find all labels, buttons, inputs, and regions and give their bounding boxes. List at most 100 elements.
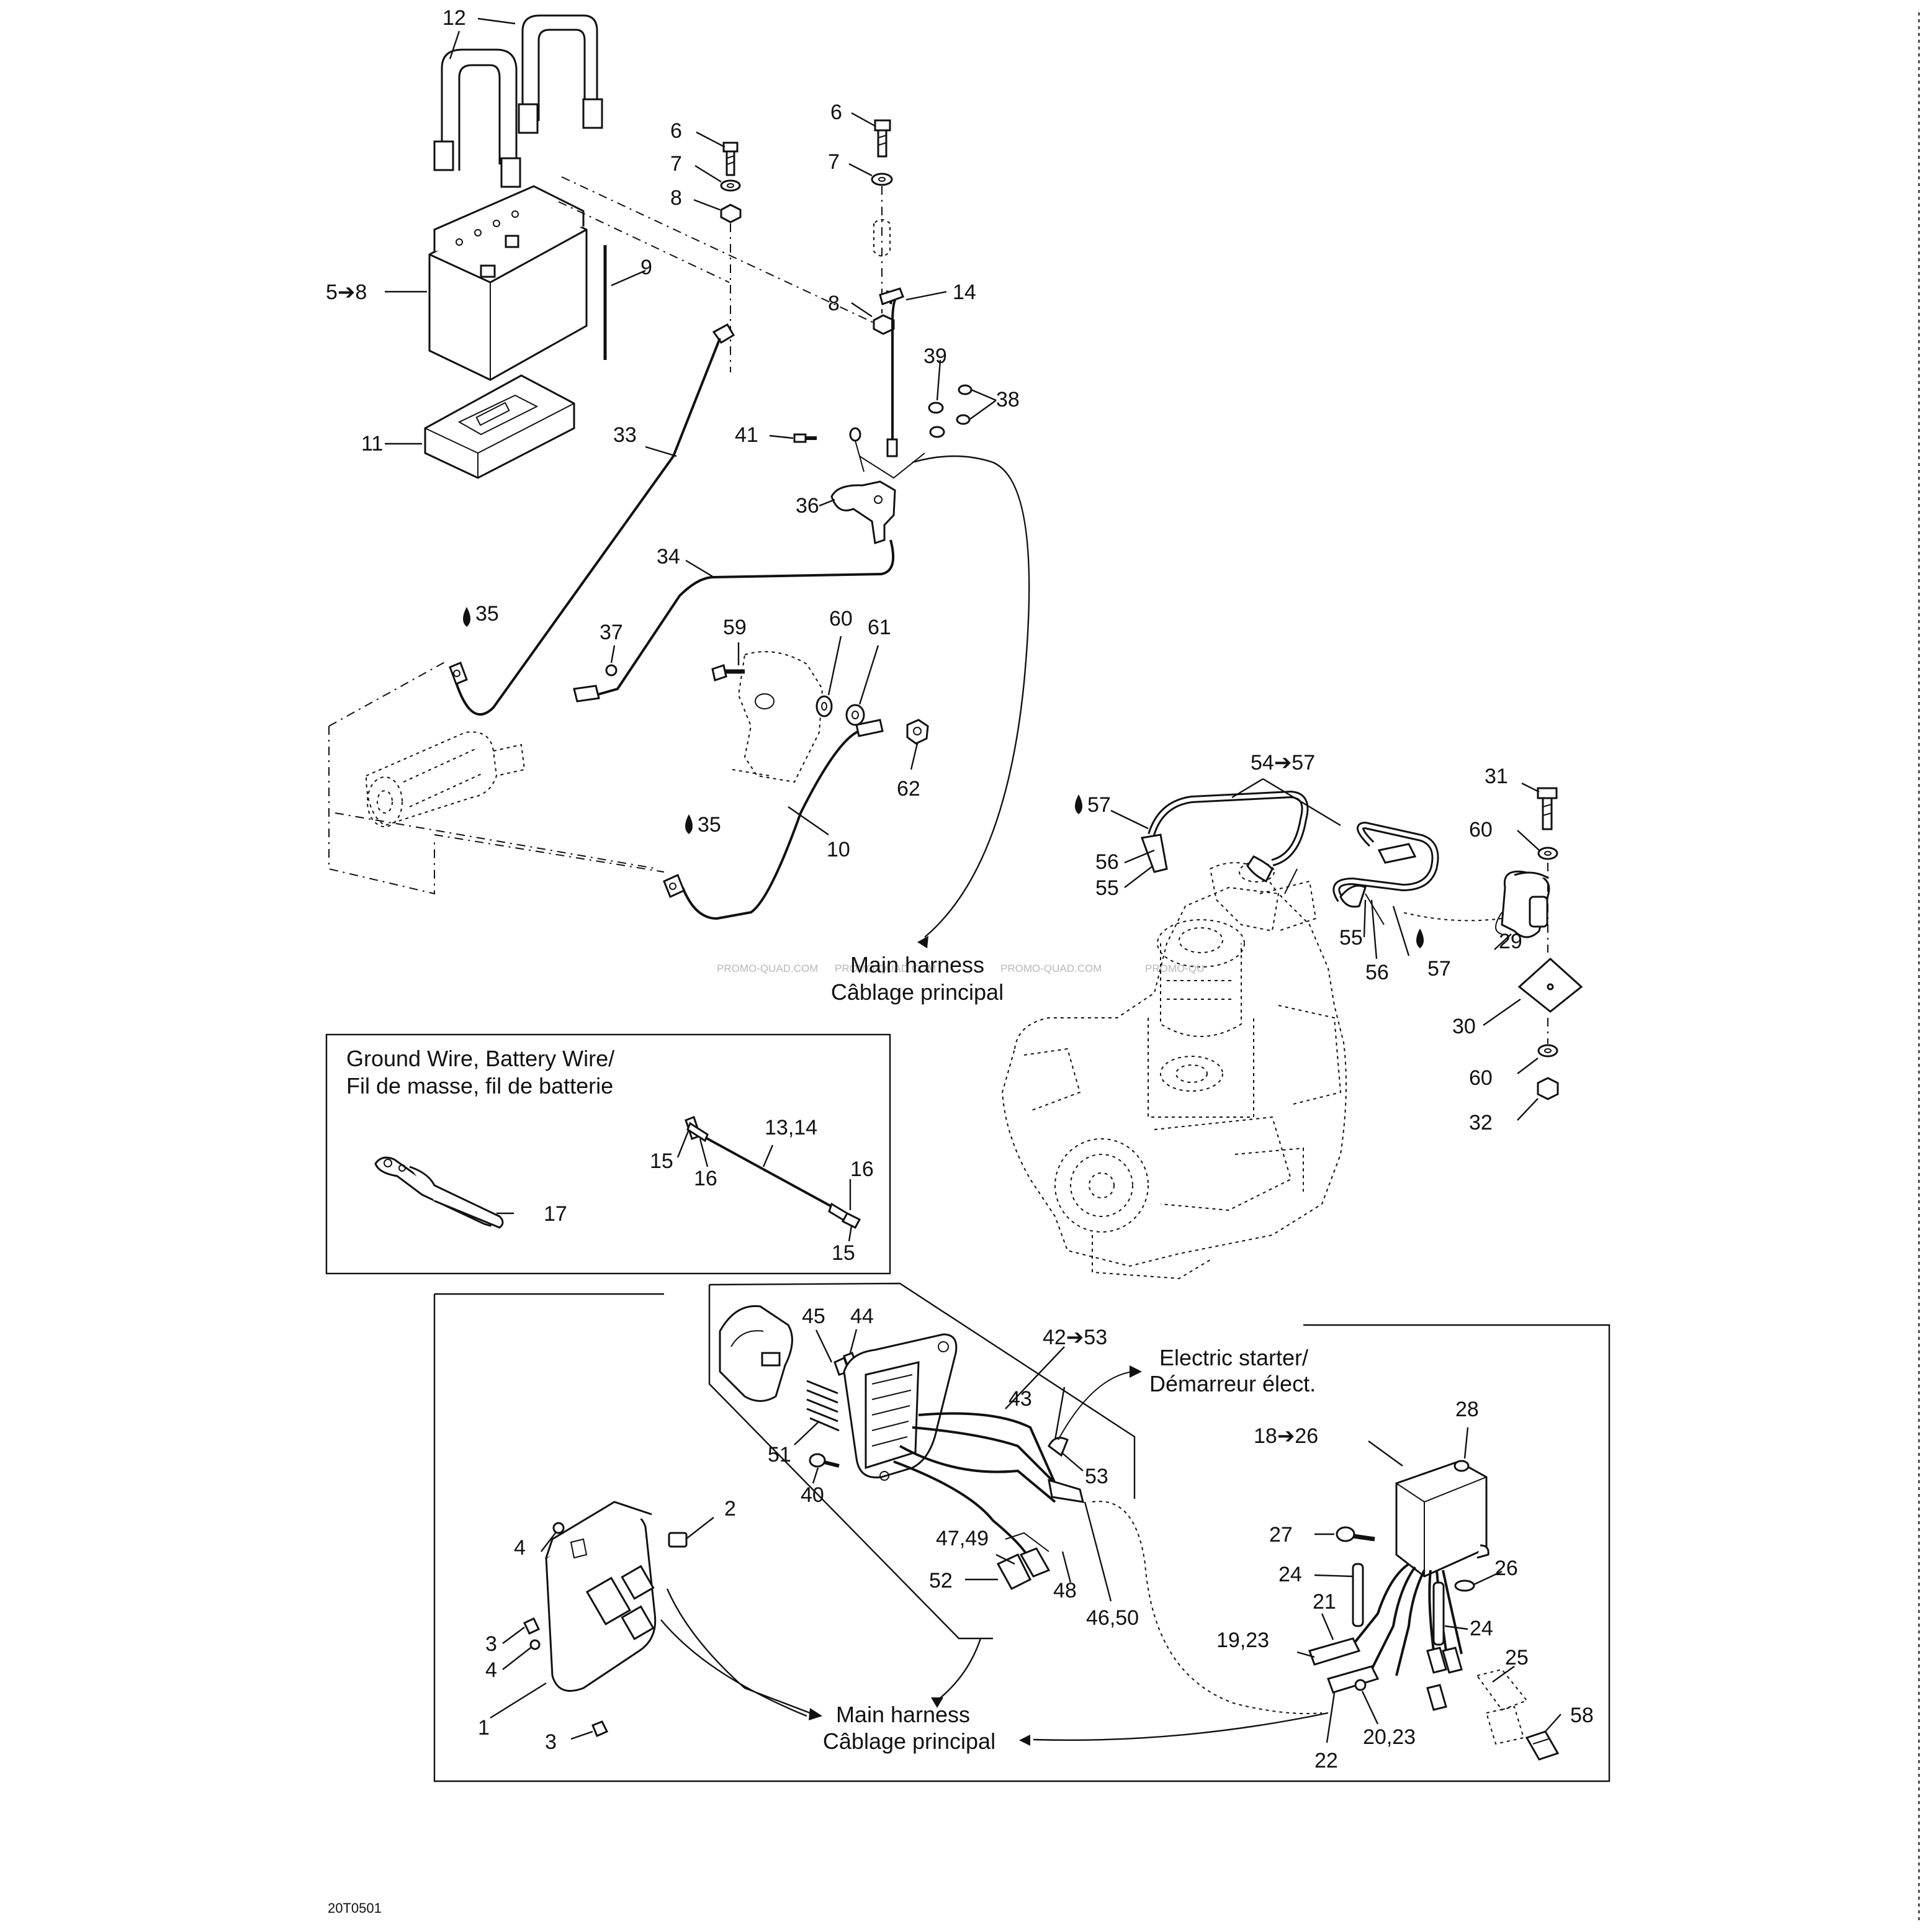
callout-56: 56 xyxy=(1095,850,1119,874)
callout-56: 56 xyxy=(1365,961,1389,984)
harness-lead-line xyxy=(660,1619,807,1717)
arrow-head xyxy=(1019,1735,1030,1746)
heat-shrink-tubes xyxy=(1352,1563,1445,1646)
callout-44: 44 xyxy=(850,1305,874,1328)
main-harness-label-fr: Câblage principal xyxy=(823,1728,995,1754)
callout-7: 7 xyxy=(670,152,682,176)
battery xyxy=(428,185,588,381)
callout-30: 30 xyxy=(1452,1015,1476,1038)
harness-lead-line xyxy=(937,1638,982,1701)
starter-solenoid xyxy=(830,427,925,544)
washers-38-39 xyxy=(928,384,973,438)
washer-60-b xyxy=(1537,847,1558,860)
callout-57: 57 xyxy=(1427,957,1451,981)
callout-35: 35 xyxy=(698,813,721,837)
loctite-drop-icon xyxy=(685,814,693,834)
callout-45: 45 xyxy=(802,1305,825,1328)
callout-20-23: 20,23 xyxy=(1363,1725,1416,1749)
cdi-module xyxy=(843,1333,958,1481)
loctite-drop-icon xyxy=(463,607,470,627)
washer-7-right xyxy=(871,173,893,186)
main-harness-label-fr: Câblage principal xyxy=(831,979,1004,1005)
callout-28: 28 xyxy=(1455,1398,1479,1421)
callout-61: 61 xyxy=(868,616,891,639)
callout-4: 4 xyxy=(485,1658,497,1682)
callout-46-50: 46,50 xyxy=(1086,1606,1139,1630)
callout-59: 59 xyxy=(723,616,747,639)
dotted-harness-line xyxy=(1092,1501,1323,1714)
connector-58 xyxy=(1525,1730,1560,1761)
callout-35: 35 xyxy=(475,602,499,626)
nut-28 xyxy=(1453,1460,1470,1472)
loctite-drop-icon xyxy=(1416,928,1424,948)
callout-51: 51 xyxy=(768,1443,791,1467)
callout-1: 1 xyxy=(478,1716,490,1740)
grommet-4-top xyxy=(552,1522,565,1534)
washer-60-c xyxy=(1537,1044,1558,1058)
bolt-31 xyxy=(1537,787,1558,830)
callout-10: 10 xyxy=(827,838,850,861)
callout-47-49: 47,49 xyxy=(936,1527,989,1550)
bolt-6-right xyxy=(874,119,891,158)
lower-frame xyxy=(433,1294,1611,1782)
watermark: PROMO-QUAD.COM xyxy=(717,963,818,974)
callout-36: 36 xyxy=(796,494,819,518)
electric-starter-label-en: Electric starter/ xyxy=(1159,1345,1308,1370)
starter-motor xyxy=(328,660,665,895)
callout-60: 60 xyxy=(1469,1066,1493,1090)
frame-bracket xyxy=(732,651,824,783)
callout-33: 33 xyxy=(613,423,637,447)
cable-tie-26 xyxy=(1454,1579,1475,1592)
callout-numbers: 12 6 7 8 6 7 5➔8 9 8 14 39 38 11 33 41 3… xyxy=(326,6,1594,1772)
harness-lead-line xyxy=(1033,1712,1329,1741)
callout-16: 16 xyxy=(850,1157,874,1181)
battery-tray xyxy=(424,374,575,479)
ground-cable-10 xyxy=(663,719,884,920)
callout-19-23: 19,23 xyxy=(1216,1629,1269,1652)
callout-24: 24 xyxy=(1278,1563,1302,1586)
callout-15: 15 xyxy=(650,1149,673,1173)
washer-60-a xyxy=(815,695,833,717)
alignment-line xyxy=(558,201,730,283)
callout-60: 60 xyxy=(1469,818,1493,842)
callout-14: 14 xyxy=(953,281,976,304)
leader-lines-top xyxy=(385,17,997,835)
nut-62 xyxy=(906,719,929,745)
regulator-cover xyxy=(719,1305,793,1402)
crimp-tool xyxy=(374,1156,504,1229)
arrow-head xyxy=(809,1708,822,1720)
watermark: PROMO-QU xyxy=(1145,963,1204,974)
callout-38: 38 xyxy=(996,388,1020,411)
harness-lead-line xyxy=(912,455,1030,938)
callout-7: 7 xyxy=(828,150,840,174)
nut-32 xyxy=(1537,1077,1559,1100)
callout-22: 22 xyxy=(1314,1749,1338,1772)
callout-27: 27 xyxy=(1269,1523,1293,1547)
battery-cable-14 xyxy=(879,287,904,457)
callout-55: 55 xyxy=(1095,876,1119,900)
callout-26: 26 xyxy=(1494,1557,1518,1580)
callout-41: 41 xyxy=(735,423,758,447)
leader-lines-lower xyxy=(490,1329,1561,1743)
screw-3-bottom xyxy=(591,1720,609,1737)
washer-7-left xyxy=(720,179,741,192)
callout-55: 55 xyxy=(1339,926,1363,950)
ground-wire-title-line1: Ground Wire, Battery Wire/ xyxy=(346,1046,614,1071)
callout-52: 52 xyxy=(929,1569,953,1593)
bolt-59 xyxy=(711,664,745,681)
callout-21: 21 xyxy=(1313,1590,1336,1614)
callout-2: 2 xyxy=(724,1497,736,1521)
watermark: PROMO-QUAD.COM xyxy=(1000,963,1102,974)
callout-18-26: 18➔26 xyxy=(1254,1424,1318,1448)
callout-13-14: 13,14 xyxy=(765,1116,817,1139)
cable-33 xyxy=(449,323,735,716)
callout-42-53: 42➔53 xyxy=(1043,1326,1107,1349)
spark-plug-cables xyxy=(1140,790,1439,925)
callout-29: 29 xyxy=(1499,930,1522,953)
main-harness-label-en: Main harness xyxy=(836,1702,970,1727)
callout-40: 40 xyxy=(801,1483,824,1507)
nut-61 xyxy=(845,704,865,726)
main-harness-label-en: Main harness xyxy=(850,952,984,977)
callout-5-8: 5➔8 xyxy=(326,281,367,304)
